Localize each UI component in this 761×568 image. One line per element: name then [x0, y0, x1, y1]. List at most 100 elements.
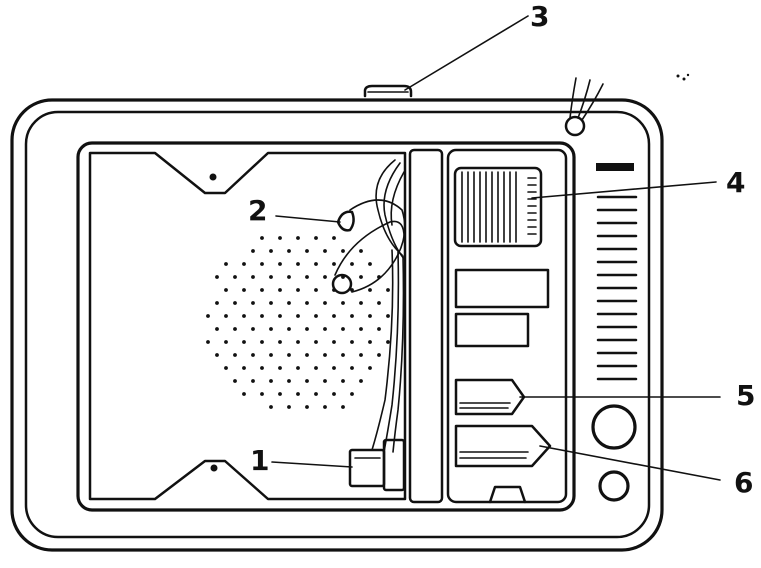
grille-hole: [260, 262, 264, 266]
grille-hole: [296, 288, 300, 292]
callout-label-3: 3: [530, 0, 549, 33]
grille-hole: [269, 405, 273, 409]
grille-hole: [269, 275, 273, 279]
grille-hole: [377, 353, 381, 357]
module-block-a: [454, 268, 550, 309]
grille-hole: [332, 262, 336, 266]
grille-hole: [269, 249, 273, 253]
grille-hole: [224, 366, 228, 370]
cabinet-inner: [24, 110, 651, 539]
grille-hole: [350, 340, 354, 344]
grille-hole: [350, 314, 354, 318]
grille-hole: [359, 249, 363, 253]
grille-hole: [269, 327, 273, 331]
grille-hole: [314, 392, 318, 396]
grille-hole: [377, 327, 381, 331]
grille-hole: [359, 327, 363, 331]
grille-hole: [242, 288, 246, 292]
grille-hole: [224, 262, 228, 266]
grille-hole: [260, 314, 264, 318]
grille-hole: [332, 392, 336, 396]
grille-hole: [224, 340, 228, 344]
grille-hole: [323, 249, 327, 253]
scale-marker: [596, 163, 634, 171]
wiring-harness: [334, 159, 406, 453]
grille-hole: [296, 262, 300, 266]
grille-hole: [278, 236, 282, 240]
grille-hole: [233, 379, 237, 383]
callout-label-6: 6: [734, 466, 753, 499]
connector-block: [348, 438, 406, 492]
grille-hole: [251, 301, 255, 305]
grille-hole: [278, 340, 282, 344]
grille-hole: [332, 314, 336, 318]
callout-label-1: 1: [250, 444, 269, 477]
grille-hole: [386, 314, 390, 318]
grille-hole: [305, 249, 309, 253]
grille-hole: [305, 353, 309, 357]
grille-hole: [305, 327, 309, 331]
grille-hole: [350, 392, 354, 396]
connector-five: [454, 378, 526, 416]
grille-hole: [215, 353, 219, 357]
callout-label-2: 2: [248, 194, 267, 227]
grille-hole: [233, 301, 237, 305]
grille-hole: [269, 353, 273, 357]
grille-hole: [260, 288, 264, 292]
grille-hole: [314, 288, 318, 292]
inner-opening: [76, 141, 576, 512]
grille-hole: [314, 366, 318, 370]
control-knob-large[interactable]: [591, 404, 637, 450]
grille-hole: [386, 288, 390, 292]
grille-hole: [296, 236, 300, 240]
grille-hole: [359, 275, 363, 279]
grille-hole: [296, 314, 300, 318]
callout-label-4: 4: [726, 166, 745, 199]
speaker-panel: [88, 151, 407, 501]
grille-hole: [296, 340, 300, 344]
control-knob-small[interactable]: [598, 470, 630, 502]
panel-bottom-notch: [488, 485, 527, 504]
grille-hole: [287, 249, 291, 253]
grille-hole: [278, 366, 282, 370]
leader-line-3: [404, 15, 529, 91]
grille-hole: [278, 392, 282, 396]
grille-hole: [233, 275, 237, 279]
grille-hole: [206, 314, 210, 318]
grille-hole: [287, 327, 291, 331]
grille-hole: [314, 236, 318, 240]
leader-line-2: [275, 215, 341, 223]
grille-hole: [296, 366, 300, 370]
grille-hole: [278, 288, 282, 292]
grille-hole: [359, 301, 363, 305]
antenna-cable: [564, 77, 604, 137]
grille-hole: [323, 353, 327, 357]
grille-hole: [233, 353, 237, 357]
grille-hole: [260, 392, 264, 396]
grille-hole: [251, 275, 255, 279]
grille-hole: [341, 405, 345, 409]
cabinet-outer: [10, 98, 664, 552]
grille-hole: [242, 392, 246, 396]
grille-hole: [368, 340, 372, 344]
callout-label-5: 5: [736, 379, 755, 412]
grille-hole: [278, 262, 282, 266]
grille-hole: [314, 262, 318, 266]
grille-hole: [350, 262, 354, 266]
grille-hole: [305, 301, 309, 305]
grille-hole: [323, 405, 327, 409]
grille-hole: [332, 236, 336, 240]
speaker-screw-top: [209, 173, 217, 181]
grille-hole: [242, 314, 246, 318]
grille-hole: [215, 275, 219, 279]
grille-hole: [332, 366, 336, 370]
grille-hole: [287, 379, 291, 383]
grille-hole: [341, 379, 345, 383]
grille-hole: [215, 301, 219, 305]
leader-line-6: [539, 445, 721, 481]
grille-hole: [323, 379, 327, 383]
grille-hole: [305, 379, 309, 383]
grille-hole: [260, 236, 264, 240]
grille-hole: [368, 288, 372, 292]
